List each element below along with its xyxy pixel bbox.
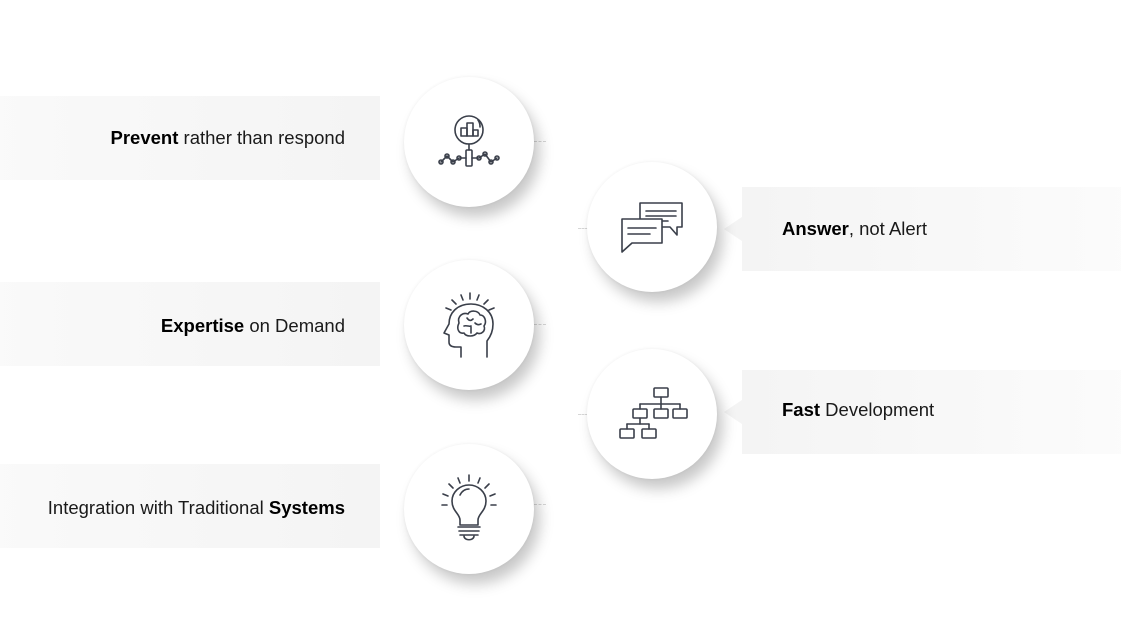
feature-band-expertise xyxy=(0,282,380,366)
chat-bubbles-icon xyxy=(621,202,683,253)
feature-circle-expertise xyxy=(404,260,534,390)
feature-label-text: , not Alert xyxy=(848,218,927,239)
feature-label-bold: Prevent xyxy=(110,127,179,148)
feature-circle-prevent xyxy=(404,77,534,207)
feature-label-text: Development xyxy=(820,399,935,420)
feature-label-text: Integration with Traditional xyxy=(47,497,269,518)
connector-integration xyxy=(534,504,546,505)
feature-label-integration: Integration with Traditional Systems xyxy=(48,497,345,519)
feature-circle-fast xyxy=(587,349,717,479)
feature-label-answer: Answer, not Alert xyxy=(782,218,927,240)
feature-label-text: on Demand xyxy=(244,315,345,336)
feature-band-integration xyxy=(0,464,380,548)
brain-head-icon xyxy=(443,292,495,358)
feature-label-bold: Expertise xyxy=(160,315,245,336)
feature-label-text: rather than respond xyxy=(178,127,345,148)
feature-circle-integration xyxy=(404,444,534,574)
feature-label-bold: Fast xyxy=(782,399,821,420)
connector-expertise xyxy=(534,324,546,325)
feature-label-expertise: Expertise on Demand xyxy=(161,315,345,337)
feature-label-prevent: Prevent rather than respond xyxy=(111,127,345,149)
connector-answer xyxy=(578,228,588,229)
lightbulb-icon xyxy=(441,474,497,541)
feature-circle-answer xyxy=(587,162,717,292)
feature-label-bold: Answer xyxy=(782,218,849,239)
feature-band-fast xyxy=(724,370,1121,454)
feature-label-bold: Systems xyxy=(268,497,345,518)
connector-fast xyxy=(578,414,588,415)
magnifier-chart-icon xyxy=(438,115,500,167)
feature-band-prevent xyxy=(0,96,380,180)
hierarchy-diagram-icon xyxy=(619,387,688,439)
connector-prevent xyxy=(534,141,546,142)
feature-band-answer xyxy=(724,187,1121,271)
feature-label-fast: Fast Development xyxy=(782,399,934,421)
